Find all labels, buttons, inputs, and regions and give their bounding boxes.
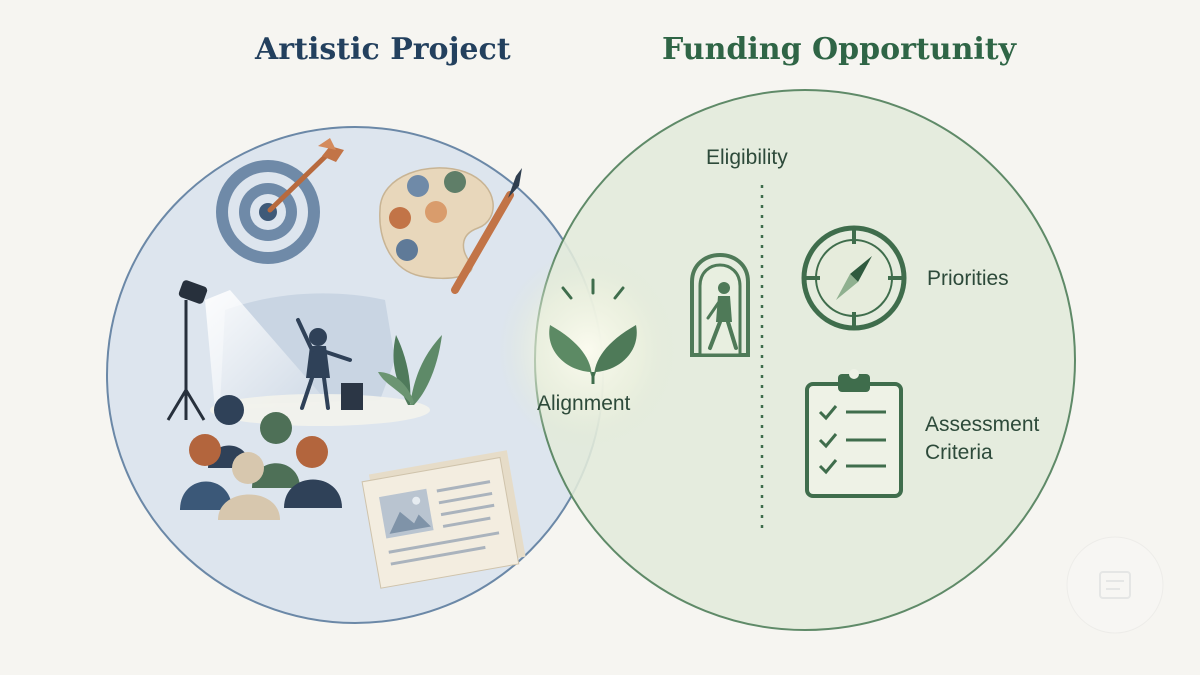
spotlight-icon xyxy=(166,280,208,421)
audience-icon xyxy=(180,395,342,520)
alignment-label: Alignment xyxy=(537,392,631,415)
newspaper-icon xyxy=(361,450,526,589)
compass-icon xyxy=(801,225,907,331)
priorities-label: Priorities xyxy=(927,267,1009,290)
sprout-icon xyxy=(549,278,637,384)
eligibility-label: Eligibility xyxy=(706,146,788,169)
plant-icon xyxy=(378,335,442,405)
target-icon xyxy=(216,138,344,264)
alignment-glow xyxy=(498,250,678,450)
performer-icon xyxy=(296,318,363,410)
paint-palette-icon xyxy=(379,167,522,294)
watermark-logo xyxy=(1066,536,1164,634)
assessment-label-line1: Assessment xyxy=(925,413,1040,436)
artistic-project-title: Artistic Project xyxy=(255,32,511,67)
funding-opportunity-title: Funding Opportunity xyxy=(662,32,1017,67)
clipboard-checklist-icon xyxy=(805,369,903,498)
assessment-label-line2: Criteria xyxy=(925,441,993,464)
eligibility-door-icon xyxy=(690,253,750,357)
